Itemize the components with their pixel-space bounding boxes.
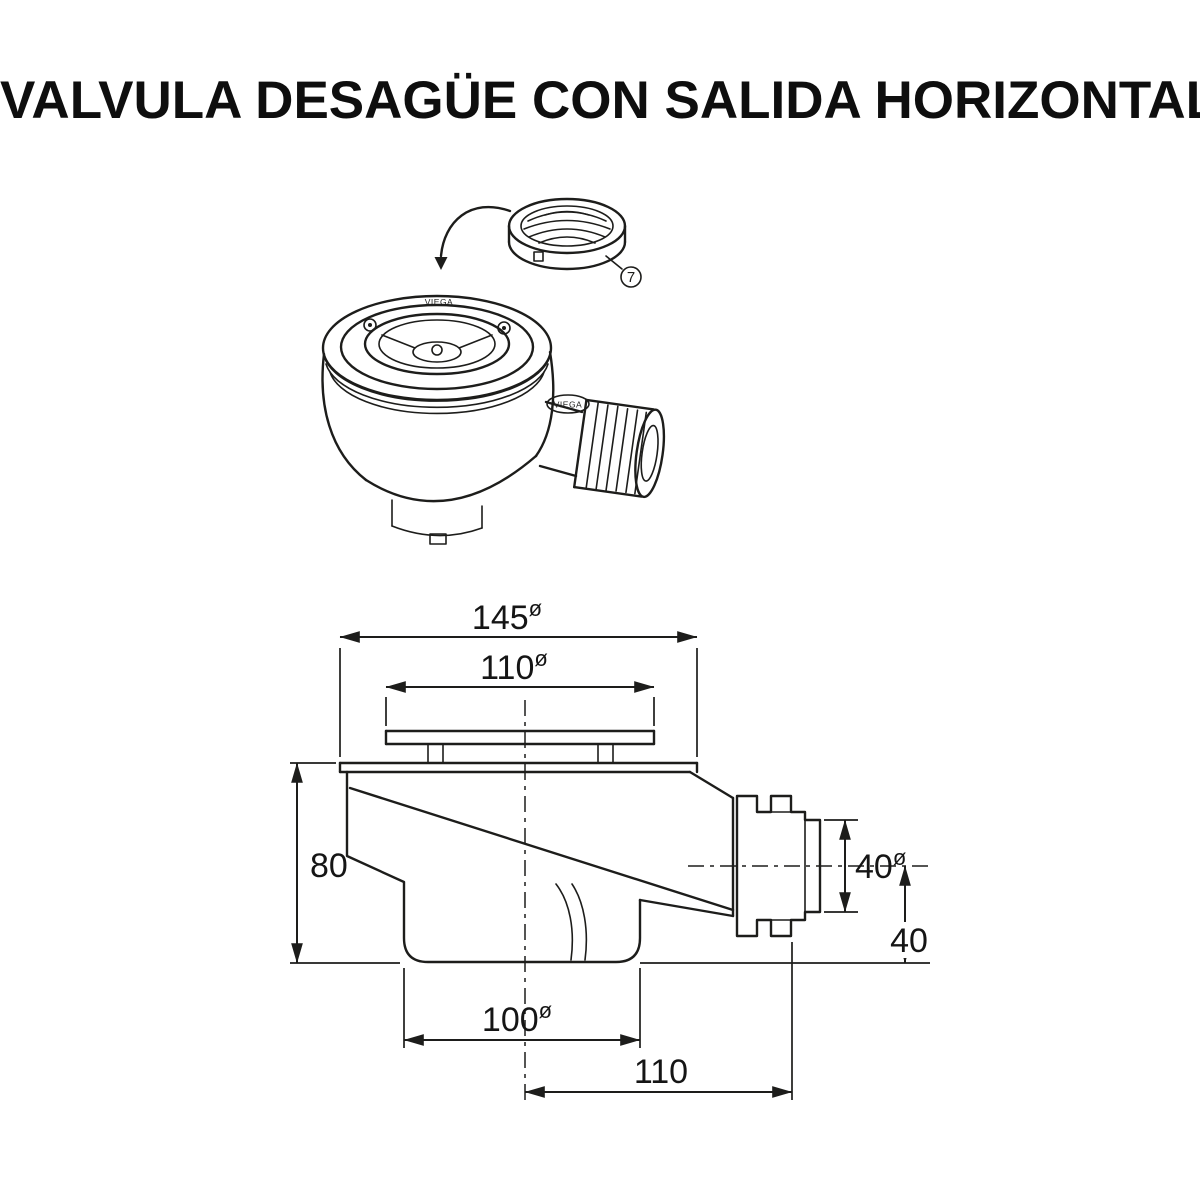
dim-flange-outer: 145ø — [339, 596, 698, 757]
valve-outline — [338, 729, 822, 964]
dim-label-40: 40 — [890, 922, 928, 960]
strainer-slots — [523, 210, 611, 244]
dim-label-110-top: 110ø — [480, 646, 548, 687]
nut-ribs — [585, 401, 648, 495]
valve-body-3d: VIEGA VIEGA — [321, 294, 590, 545]
dim-body-height: 80 — [290, 762, 400, 964]
page-title: VALVULA DESAGÜE CON SALIDA HORIZONTAL — [0, 71, 1200, 130]
hub-screw — [431, 344, 443, 356]
strainer-cap — [507, 197, 627, 271]
outlet-nut-3d — [538, 398, 666, 499]
flange-rim — [321, 294, 553, 402]
assembly-arrow-icon — [434, 205, 512, 270]
dim-outlet-diameter: 40ø — [824, 819, 906, 913]
center-hub — [412, 341, 462, 363]
rim-screw-left — [363, 318, 377, 332]
dim-label-40-dia: 40ø — [855, 845, 906, 886]
centerlines — [524, 700, 932, 1105]
svg-text:VIEGA: VIEGA — [554, 400, 582, 410]
dim-label-110-bottom: 110 — [634, 1053, 688, 1091]
brand-mark-top: VIEGA — [425, 297, 453, 307]
dim-label-145: 145ø — [472, 596, 542, 637]
body-tab — [429, 533, 447, 545]
section-view: 145ø 110ø 80 40ø 40 — [290, 596, 934, 1105]
dim-outlet-center-height: 40 — [884, 865, 934, 964]
dim-outlet-length: 110 — [524, 942, 793, 1100]
callout-7: 7 — [605, 255, 642, 288]
brand-badge: VIEGA — [546, 394, 590, 414]
plate-feet — [427, 743, 614, 764]
internal-slope — [348, 786, 735, 912]
rim-screw-right — [497, 321, 511, 335]
dim-label-80: 80 — [310, 847, 348, 885]
dim-cover-plate: 110ø — [385, 646, 655, 726]
nut-end-face — [634, 408, 666, 499]
dim-bowl-diameter: 100ø — [403, 968, 641, 1048]
cap-notch — [533, 251, 544, 262]
dim-label-100: 100ø — [482, 998, 552, 1039]
exploded-view: 7 VIEGA — [321, 197, 666, 545]
callout-number: 7 — [627, 269, 635, 286]
callout-circle — [620, 266, 642, 288]
